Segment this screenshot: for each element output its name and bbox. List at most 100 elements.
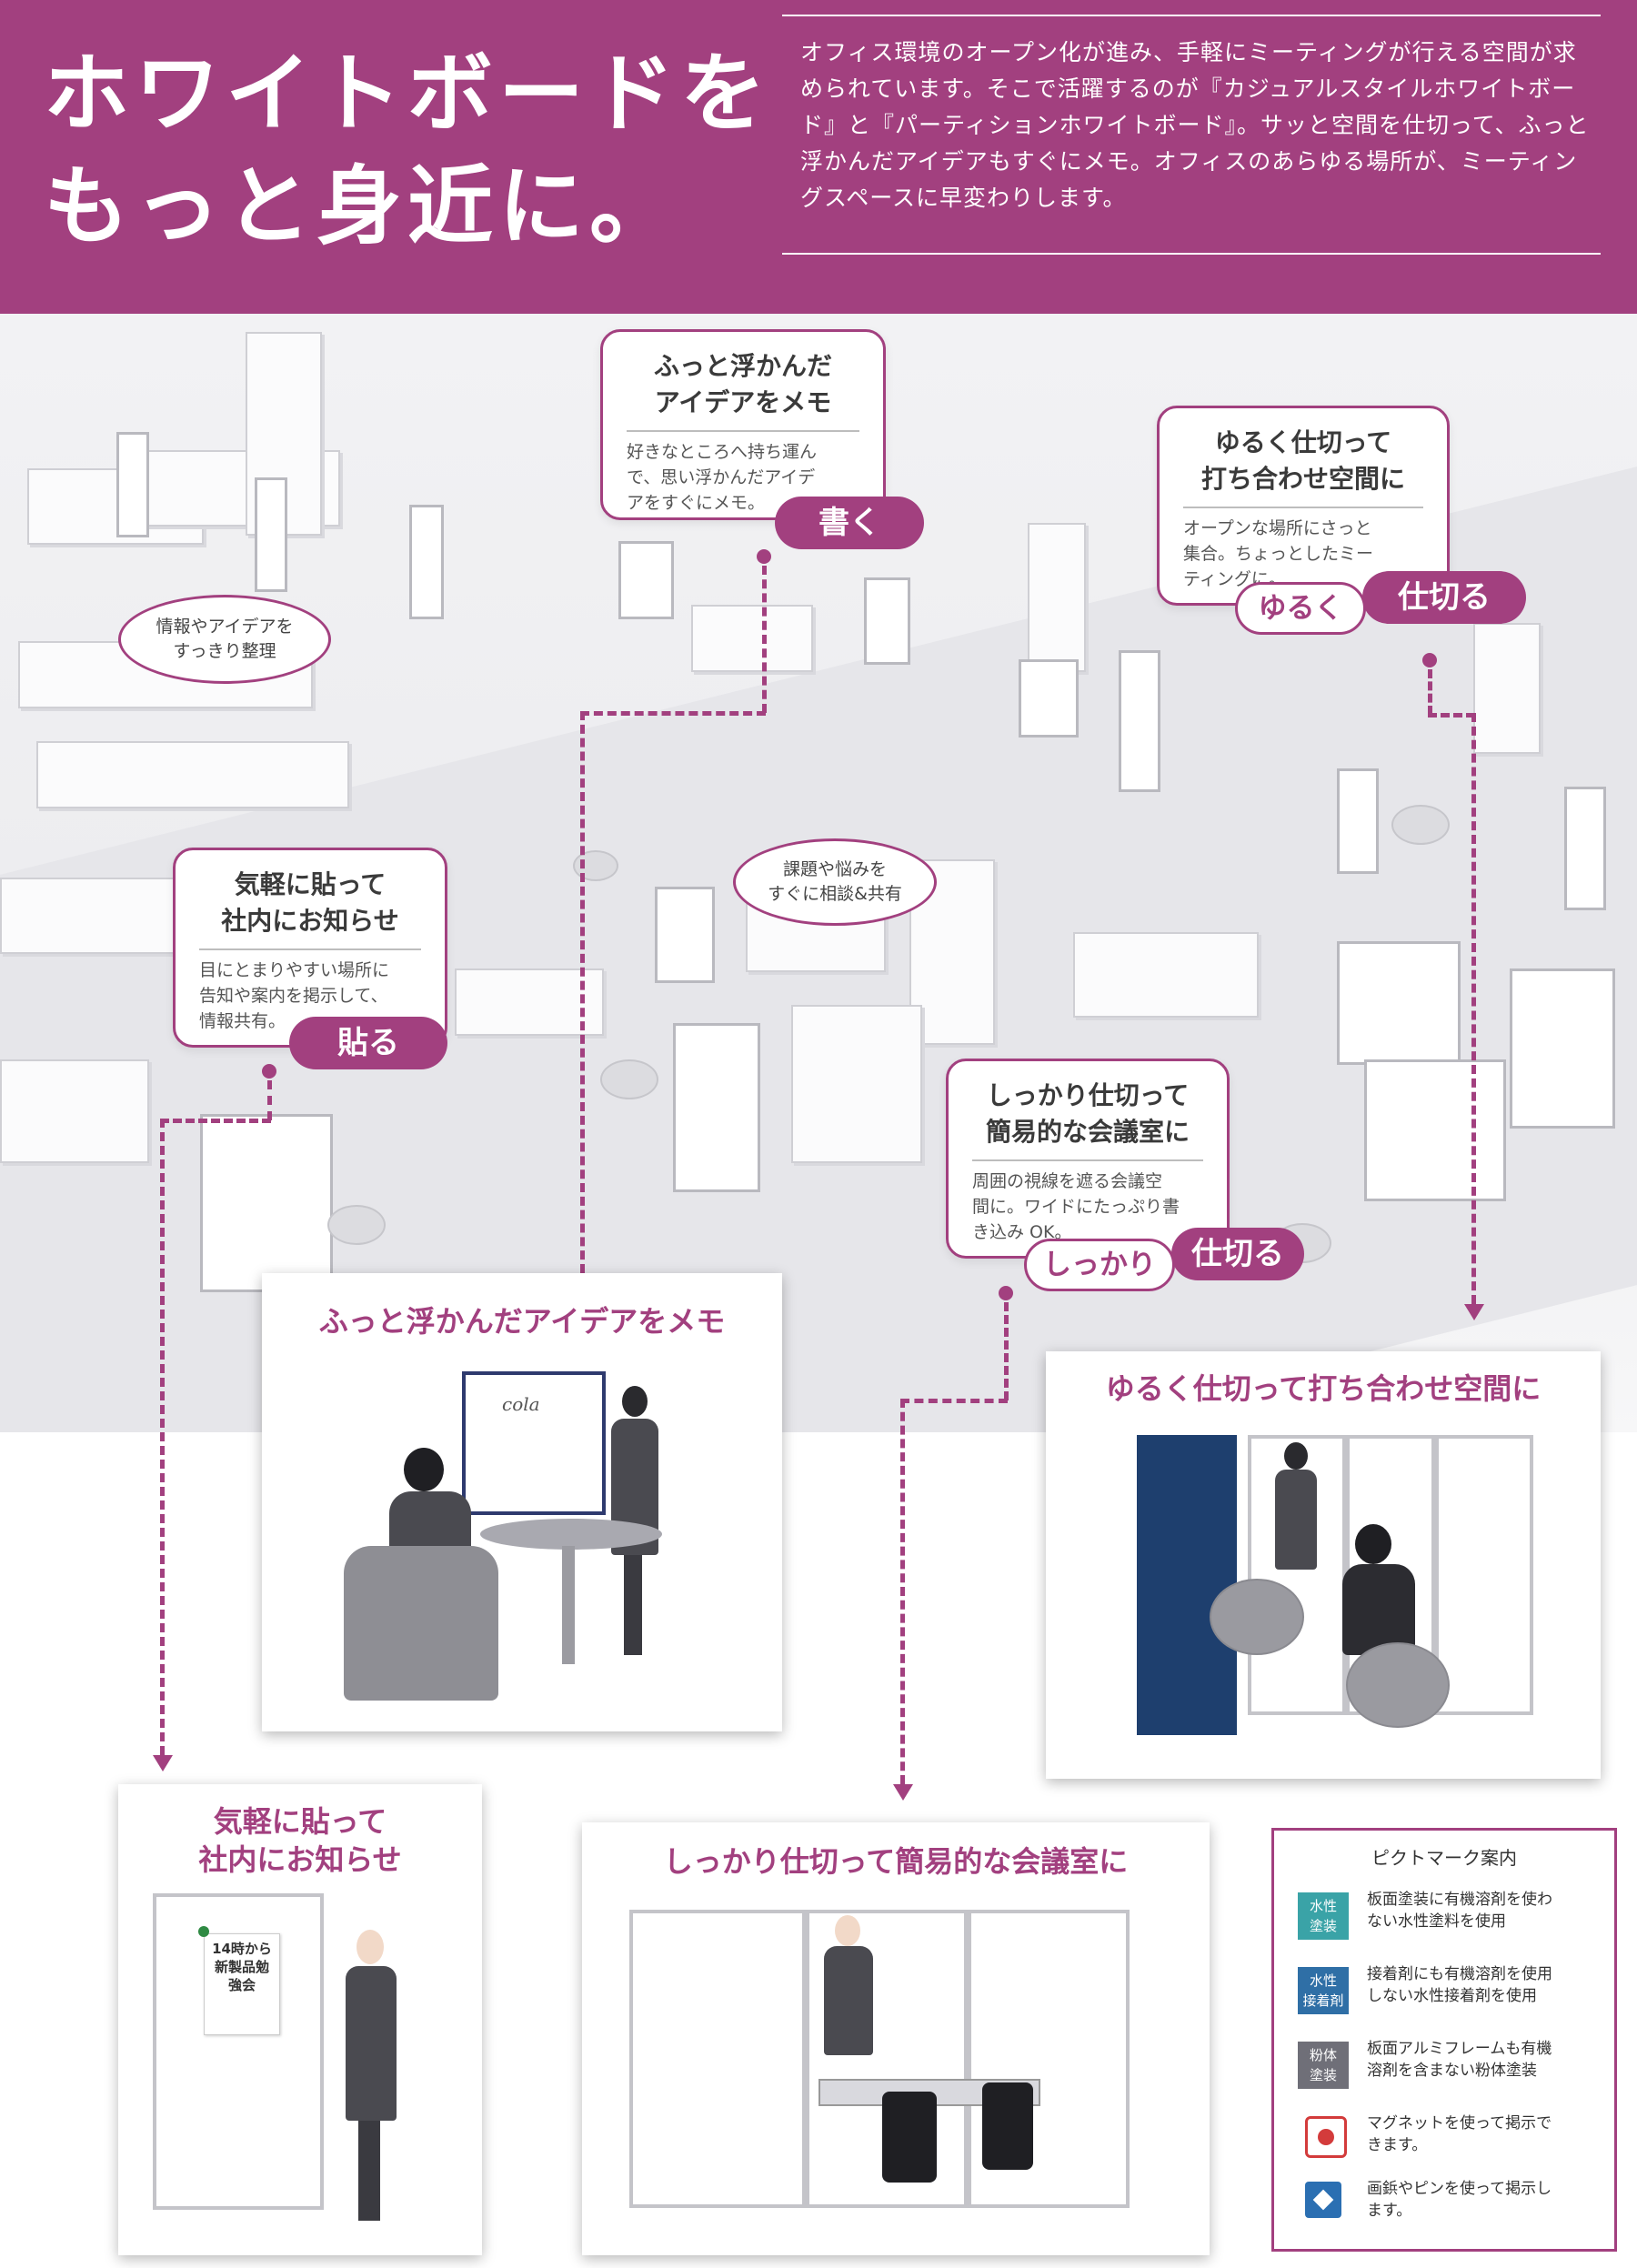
connector-line xyxy=(580,711,585,1273)
intro-rule-bottom xyxy=(782,253,1601,255)
callout-divider xyxy=(627,430,859,432)
callout-memo: ふっと浮かんだ アイデアをメモ 好きなところへ持ち運ん で、思い浮かんだアイデ … xyxy=(600,329,886,520)
callout-divider xyxy=(199,948,421,950)
person-standing xyxy=(824,1946,873,2055)
chair xyxy=(982,2082,1033,2170)
person-legs xyxy=(358,2121,380,2221)
connector-line xyxy=(160,1119,271,1123)
water-paint-icon: 水性 塗装 xyxy=(1298,1892,1349,1940)
legend-item: 画鋲やピンを使って掲示し ます。 xyxy=(1298,2176,1598,2240)
table-leg xyxy=(562,1546,575,1664)
partition-white xyxy=(1435,1435,1533,1715)
connector-line xyxy=(160,1119,165,1755)
person-head xyxy=(622,1386,648,1417)
round-stool xyxy=(1210,1579,1304,1655)
callout-divider xyxy=(972,1159,1203,1161)
pill-partition: 仕切る xyxy=(1171,1228,1304,1280)
callout-body: 目にとまりやすい場所に 告知や案内を掲示して、 情報共有。 xyxy=(199,960,390,1031)
pictogram-legend: ピクトマーク案内 水性 塗装 板面塗装に有機溶剤を使わ ない水性塗料を使用 水性… xyxy=(1271,1828,1617,2252)
pill-partition: 仕切る xyxy=(1362,571,1526,624)
connector-line xyxy=(1428,669,1432,715)
legend-text: マグネットを使って掲示で きます。 xyxy=(1367,2114,1552,2154)
board-writing: cola xyxy=(502,1393,540,1415)
connector-dot xyxy=(757,549,771,564)
storage-row xyxy=(791,1005,922,1163)
whiteboard-panel xyxy=(655,887,715,983)
whiteboard-panel xyxy=(1337,768,1379,874)
callout-title: ゆるく仕切って 打ち合わせ空間に xyxy=(1200,427,1405,494)
person-head xyxy=(835,1915,860,1946)
magnet-icon xyxy=(1305,2116,1347,2158)
partition-navy xyxy=(1137,1435,1237,1735)
intro-rule-top xyxy=(782,15,1601,16)
whiteboard-panel xyxy=(200,1114,333,1292)
whiteboard-panel xyxy=(1019,659,1079,738)
mobile-whiteboard: cola xyxy=(462,1371,606,1515)
callout-body: 周囲の視線を遮る会議空 間に。ワイドにたっぷり書 き込み OK。 xyxy=(972,1171,1180,1242)
powder-coat-icon: 粉体 塗装 xyxy=(1298,2042,1349,2089)
whiteboard-panel xyxy=(618,541,674,619)
person-head xyxy=(1284,1442,1308,1470)
notice-whiteboard: 14時から 新製品勉強会 xyxy=(153,1893,324,2210)
connector-line xyxy=(762,566,767,713)
person-head xyxy=(404,1448,444,1491)
legend-title: ピクトマーク案内 xyxy=(1371,1847,1517,1869)
photo-meeting: しっかり仕切って簡易的な会議室に xyxy=(582,1822,1210,2255)
photo-title: しっかり仕切って簡易的な会議室に xyxy=(663,1844,1129,1879)
callout-notice: 気軽に貼って 社内にお知らせ 目にとまりやすい場所に 告知や案内を掲示して、 情… xyxy=(173,848,447,1048)
page-headline: ホワイトボードを もっと身近に。 xyxy=(44,45,772,256)
pill-post: 貼る xyxy=(289,1017,447,1069)
connector-dot xyxy=(999,1286,1013,1300)
legend-item: マグネットを使って掲示で きます。 xyxy=(1298,2111,1598,2174)
person-standing xyxy=(1275,1470,1317,1570)
callout-meeting: しっかり仕切って 簡易的な会議室に 周囲の視線を遮る会議空 間に。ワイドにたっぷ… xyxy=(946,1059,1230,1259)
round-stool xyxy=(1346,1642,1450,1728)
callout-title: しっかり仕切って 簡易的な会議室に xyxy=(985,1080,1190,1147)
armchair xyxy=(344,1546,498,1701)
sofa xyxy=(691,605,813,672)
photo-title: ゆるく仕切って打ち合わせ空間に xyxy=(1105,1371,1542,1406)
pill-firm: しっかり xyxy=(1024,1239,1175,1291)
posted-notice: 14時から 新製品勉強会 xyxy=(204,1933,280,2035)
whiteboard-panel xyxy=(1510,968,1615,1129)
callout-body: 好きなところへ持ち運ん で、思い浮かんだアイデ アをすぐにメモ。 xyxy=(627,442,818,513)
sofa xyxy=(455,968,604,1036)
person-head xyxy=(357,1930,384,1964)
photo-memo: ふっと浮かんだアイデアをメモ cola xyxy=(262,1273,782,1731)
pill-write: 書く xyxy=(775,497,924,549)
magnet-icon xyxy=(198,1926,209,1937)
whiteboard-panel xyxy=(255,477,287,592)
photo-loose: ゆるく仕切って打ち合わせ空間に xyxy=(1046,1351,1601,1779)
person-legs xyxy=(624,1555,642,1655)
cabinet xyxy=(1473,623,1541,754)
legend-text: 画鋲やピンを使って掲示し ます。 xyxy=(1367,2180,1552,2220)
connector-dot xyxy=(262,1064,276,1079)
whiteboard-panel xyxy=(673,1023,760,1192)
callout-title: ふっと浮かんだ アイデアをメモ xyxy=(653,351,832,417)
photo-title: ふっと浮かんだアイデアをメモ xyxy=(318,1304,726,1339)
connector-dot xyxy=(1422,653,1437,667)
connector-arrow xyxy=(893,1784,913,1801)
cabinet xyxy=(0,1059,149,1163)
meeting-table xyxy=(1073,932,1259,1018)
whiteboard-panel xyxy=(864,577,910,665)
cabinet xyxy=(1028,523,1086,672)
pill-loose: ゆるく xyxy=(1235,582,1366,635)
intro-paragraph: オフィス環境のオープン化が進み、手軽にミーティングが行える空間が求められています… xyxy=(800,39,1590,211)
legend-text: 板面アルミフレームも有機 溶剤を含まない粉体塗装 xyxy=(1367,2040,1552,2080)
whiteboard-panel xyxy=(409,505,444,619)
legend-item: 水性 接着剤 接着剤にも有機溶剤を使用 しない水性接着剤を使用 xyxy=(1298,1962,1598,2025)
whiteboard-panel xyxy=(116,432,149,537)
connector-line xyxy=(900,1399,1008,1403)
connector-line xyxy=(580,711,766,716)
photo-notice: 気軽に貼って 社内にお知らせ 14時から 新製品勉強会 xyxy=(118,1784,482,2255)
water-adhesive-icon: 水性 接着剤 xyxy=(1298,1967,1349,2014)
bubble-organize: 情報やアイデアを すっきり整理 xyxy=(118,595,331,684)
legend-text: 板面塗装に有機溶剤を使わ ない水性塗料を使用 xyxy=(1367,1891,1552,1931)
legend-text: 接着剤にも有機溶剤を使用 しない水性接着剤を使用 xyxy=(1367,1965,1552,2005)
whiteboard-panel xyxy=(1564,787,1606,910)
connector-line xyxy=(267,1080,272,1120)
whiteboard-panel xyxy=(1337,941,1461,1065)
connector-line xyxy=(1428,713,1475,718)
round-table xyxy=(327,1205,386,1245)
